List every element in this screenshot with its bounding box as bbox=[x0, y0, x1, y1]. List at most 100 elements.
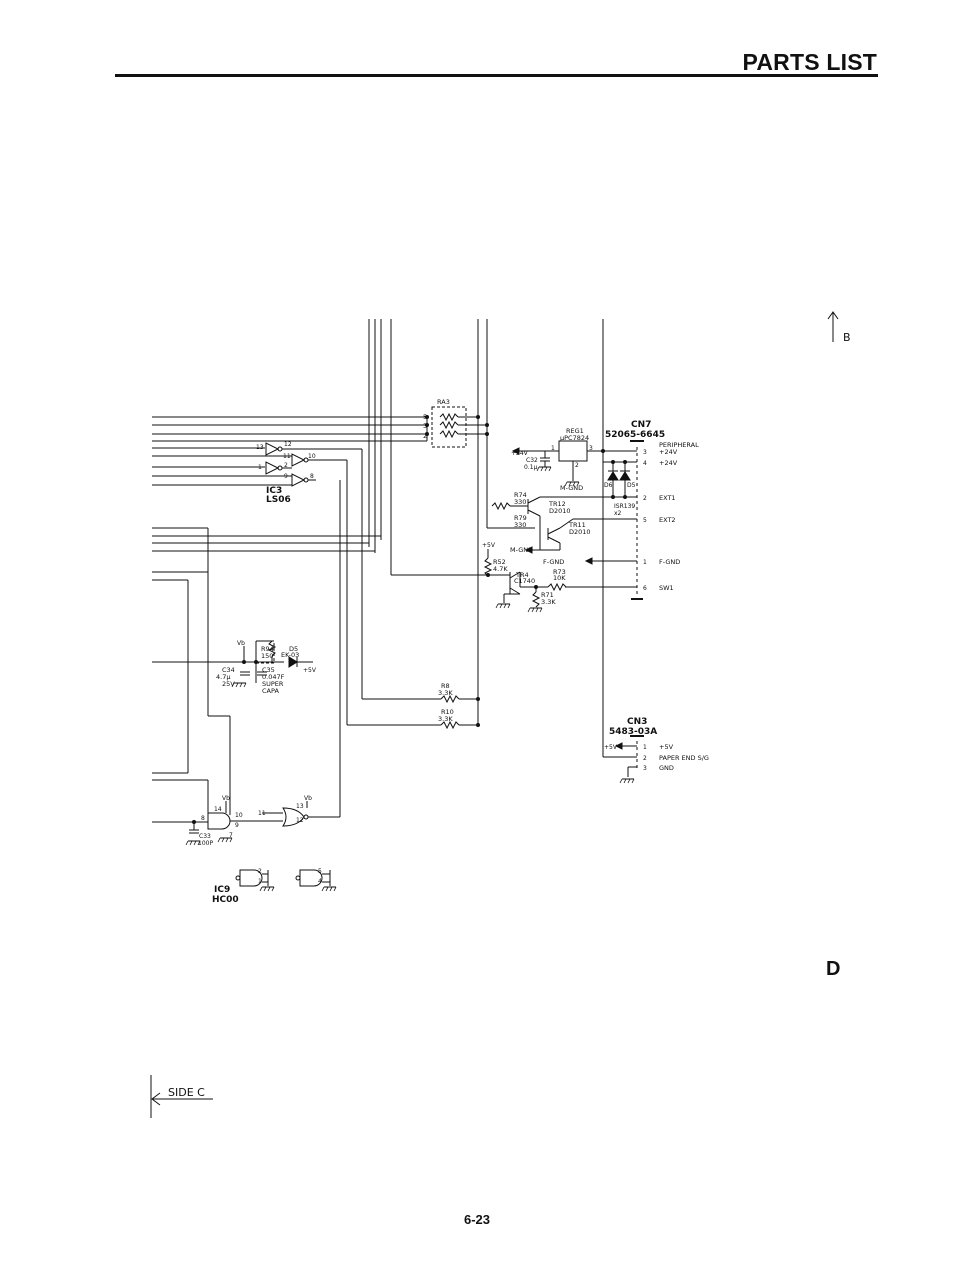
ic9-pin-8: 8 bbox=[201, 815, 205, 822]
ic3-pin-13: 13 bbox=[256, 444, 264, 451]
c34-voltage: 25V bbox=[222, 680, 235, 688]
diode-type: ISR139 bbox=[614, 503, 635, 510]
tr12-ref: TR12 bbox=[548, 500, 566, 508]
r94-value: 150 bbox=[261, 652, 273, 660]
ic3-pin-12: 12 bbox=[284, 441, 292, 448]
ic3-type: LS06 bbox=[266, 495, 291, 505]
cn7-pin-2: 2 bbox=[643, 495, 647, 502]
ra3-pin-5: 5 bbox=[423, 413, 427, 421]
ic9-pin-10: 10 bbox=[235, 812, 243, 819]
r8-ref: R8 bbox=[441, 682, 450, 690]
tr12-type: D2010 bbox=[549, 507, 571, 515]
cn7-pin-5: 5 bbox=[643, 517, 647, 524]
r71-value: 3.3K bbox=[541, 598, 556, 606]
arrow-b-label: B bbox=[843, 331, 851, 344]
ic9-pin-11: 11 bbox=[258, 810, 266, 817]
r52-value: 4.7K bbox=[493, 565, 508, 573]
cn7-peripheral: PERIPHERAL bbox=[659, 441, 699, 449]
tr11-ref: TR11 bbox=[568, 521, 586, 529]
tr4-ref: TR4 bbox=[515, 571, 529, 579]
c35-ref: C35 bbox=[262, 666, 275, 674]
cn7-pin-4-label: +24V bbox=[659, 459, 678, 467]
ic9-type: HC00 bbox=[212, 895, 239, 905]
cn7-pin-6-label: SW1 bbox=[659, 584, 674, 592]
ic3-ref: IC3 bbox=[266, 486, 282, 496]
header-rule bbox=[115, 74, 878, 77]
d5-ex-type: EK-03 bbox=[281, 651, 299, 659]
ic9-ref: IC9 bbox=[214, 885, 230, 895]
d6-label: D6 bbox=[604, 482, 613, 489]
reg1-type: μPC7824 bbox=[560, 434, 589, 442]
ic3-pin-10: 10 bbox=[308, 453, 316, 460]
ic3-pin-9: 9 bbox=[284, 473, 288, 480]
c33-value: 100P bbox=[198, 840, 213, 847]
r10-ref: R10 bbox=[441, 708, 454, 716]
f-gnd-label: F-GND bbox=[543, 558, 564, 566]
tr11-type: D2010 bbox=[569, 528, 591, 536]
cn3-pin-1-label: +5V bbox=[659, 743, 674, 751]
ra3-pin-3: 3 bbox=[423, 422, 427, 430]
ra3-pin-2: 2 bbox=[423, 432, 427, 440]
r73-value: 10K bbox=[553, 574, 566, 582]
d5-label: D5 bbox=[627, 482, 636, 489]
r79-ref: R79 bbox=[514, 514, 527, 522]
reg1-pin-3: 3 bbox=[589, 445, 593, 452]
cn3-pin-1: 1 bbox=[643, 744, 647, 751]
ic3-pin-8: 8 bbox=[310, 473, 314, 480]
ic9-pin-4: 4 bbox=[318, 878, 322, 885]
ra3-label: RA3 bbox=[437, 398, 450, 406]
ic3-pin-1: 1 bbox=[258, 464, 262, 471]
reg1-gnd: M-GND bbox=[560, 484, 583, 492]
corner-letter: D bbox=[826, 958, 841, 980]
ic3-pin-11: 11 bbox=[283, 453, 291, 460]
c35-type: SUPER bbox=[262, 680, 284, 688]
page-title: PARTS LIST bbox=[742, 49, 877, 75]
c34-value: 4.7μ bbox=[216, 673, 230, 681]
cn7-pin-3-label: +24V bbox=[659, 448, 678, 456]
cn3-pin-2: 2 bbox=[643, 755, 647, 762]
r8-value: 3.3K bbox=[438, 689, 453, 697]
cn3-pin-3: 3 bbox=[643, 765, 647, 772]
supply-5v-d5: +5V bbox=[303, 667, 317, 674]
ic9-pin-12: 12 bbox=[296, 817, 304, 824]
ic3-pin-2: 2 bbox=[284, 462, 288, 469]
vb-label-3: Vb bbox=[304, 795, 312, 802]
r79-value: 330 bbox=[514, 521, 526, 529]
r71-ref: R71 bbox=[541, 591, 554, 599]
c35-type2: CAPA bbox=[262, 687, 279, 695]
cn7-pin-4: 4 bbox=[643, 460, 647, 467]
r94-ref: R94 bbox=[261, 645, 274, 653]
cn3-supply-5v: +5V bbox=[604, 744, 618, 751]
page-number: 6-23 bbox=[463, 1212, 491, 1227]
cn3-pin-2-label: PAPER END S/G bbox=[659, 754, 709, 762]
c32-value: 0.1μ bbox=[524, 464, 538, 471]
ic9-pin-1: 1 bbox=[258, 878, 262, 885]
reg1-ref: REG1 bbox=[566, 427, 584, 435]
r10-value: 3.3K bbox=[438, 715, 453, 723]
cn7-pin-3: 3 bbox=[643, 449, 647, 456]
cn7-pin-6: 6 bbox=[643, 585, 647, 592]
r52-ref: R52 bbox=[493, 558, 506, 566]
cn7-pin-1: 1 bbox=[643, 559, 647, 566]
c34-ref: C34 bbox=[222, 666, 235, 674]
ic9-pin-13: 13 bbox=[296, 803, 304, 810]
tr4-type: C1740 bbox=[514, 577, 535, 585]
d5-ex-ref: D5 bbox=[289, 645, 298, 653]
ic9-pin-5: 5 bbox=[318, 868, 322, 875]
c35-value: 0.047F bbox=[262, 673, 285, 681]
reg1-pin-2: 2 bbox=[575, 462, 579, 469]
cn7-pin-1-label: F-GND bbox=[659, 558, 680, 566]
vb-label-1: Vb bbox=[237, 640, 245, 647]
side-c-label: SIDE C bbox=[168, 1086, 205, 1099]
diode-count: x2 bbox=[614, 510, 622, 517]
c33-ref: C33 bbox=[199, 833, 211, 840]
cn3-ref: CN3 bbox=[627, 717, 647, 727]
r74-value: 330 bbox=[514, 498, 526, 506]
cn7-part: 52065-6645 bbox=[605, 430, 665, 440]
cn7-pin-5-label: EXT2 bbox=[659, 516, 676, 524]
cn7-pin-2-label: EXT1 bbox=[659, 494, 676, 502]
r74-ref: R74 bbox=[514, 491, 527, 499]
cn3-part: 5483-03A bbox=[609, 727, 657, 737]
